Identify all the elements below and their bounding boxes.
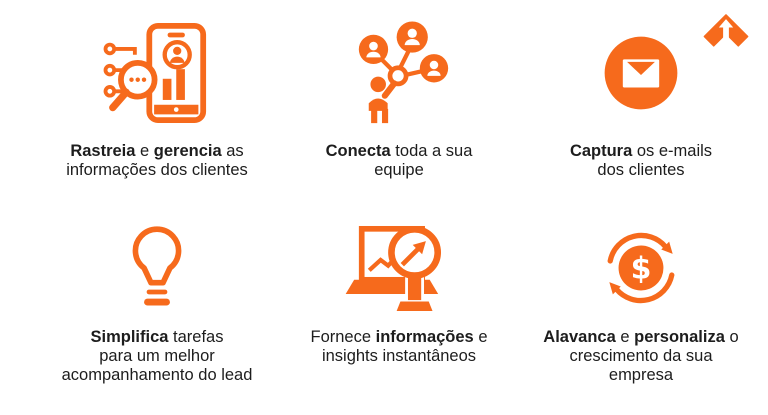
team-network-icon: [343, 14, 455, 132]
svg-text:$: $: [631, 252, 652, 287]
email-icon: [600, 14, 682, 132]
brand-logo-icon: [700, 10, 752, 50]
lightbulb-icon: [118, 218, 196, 318]
phone-analytics-icon: [98, 14, 216, 132]
laptop-insights-icon: [340, 218, 458, 318]
money-cycle-icon: $: [595, 218, 687, 318]
